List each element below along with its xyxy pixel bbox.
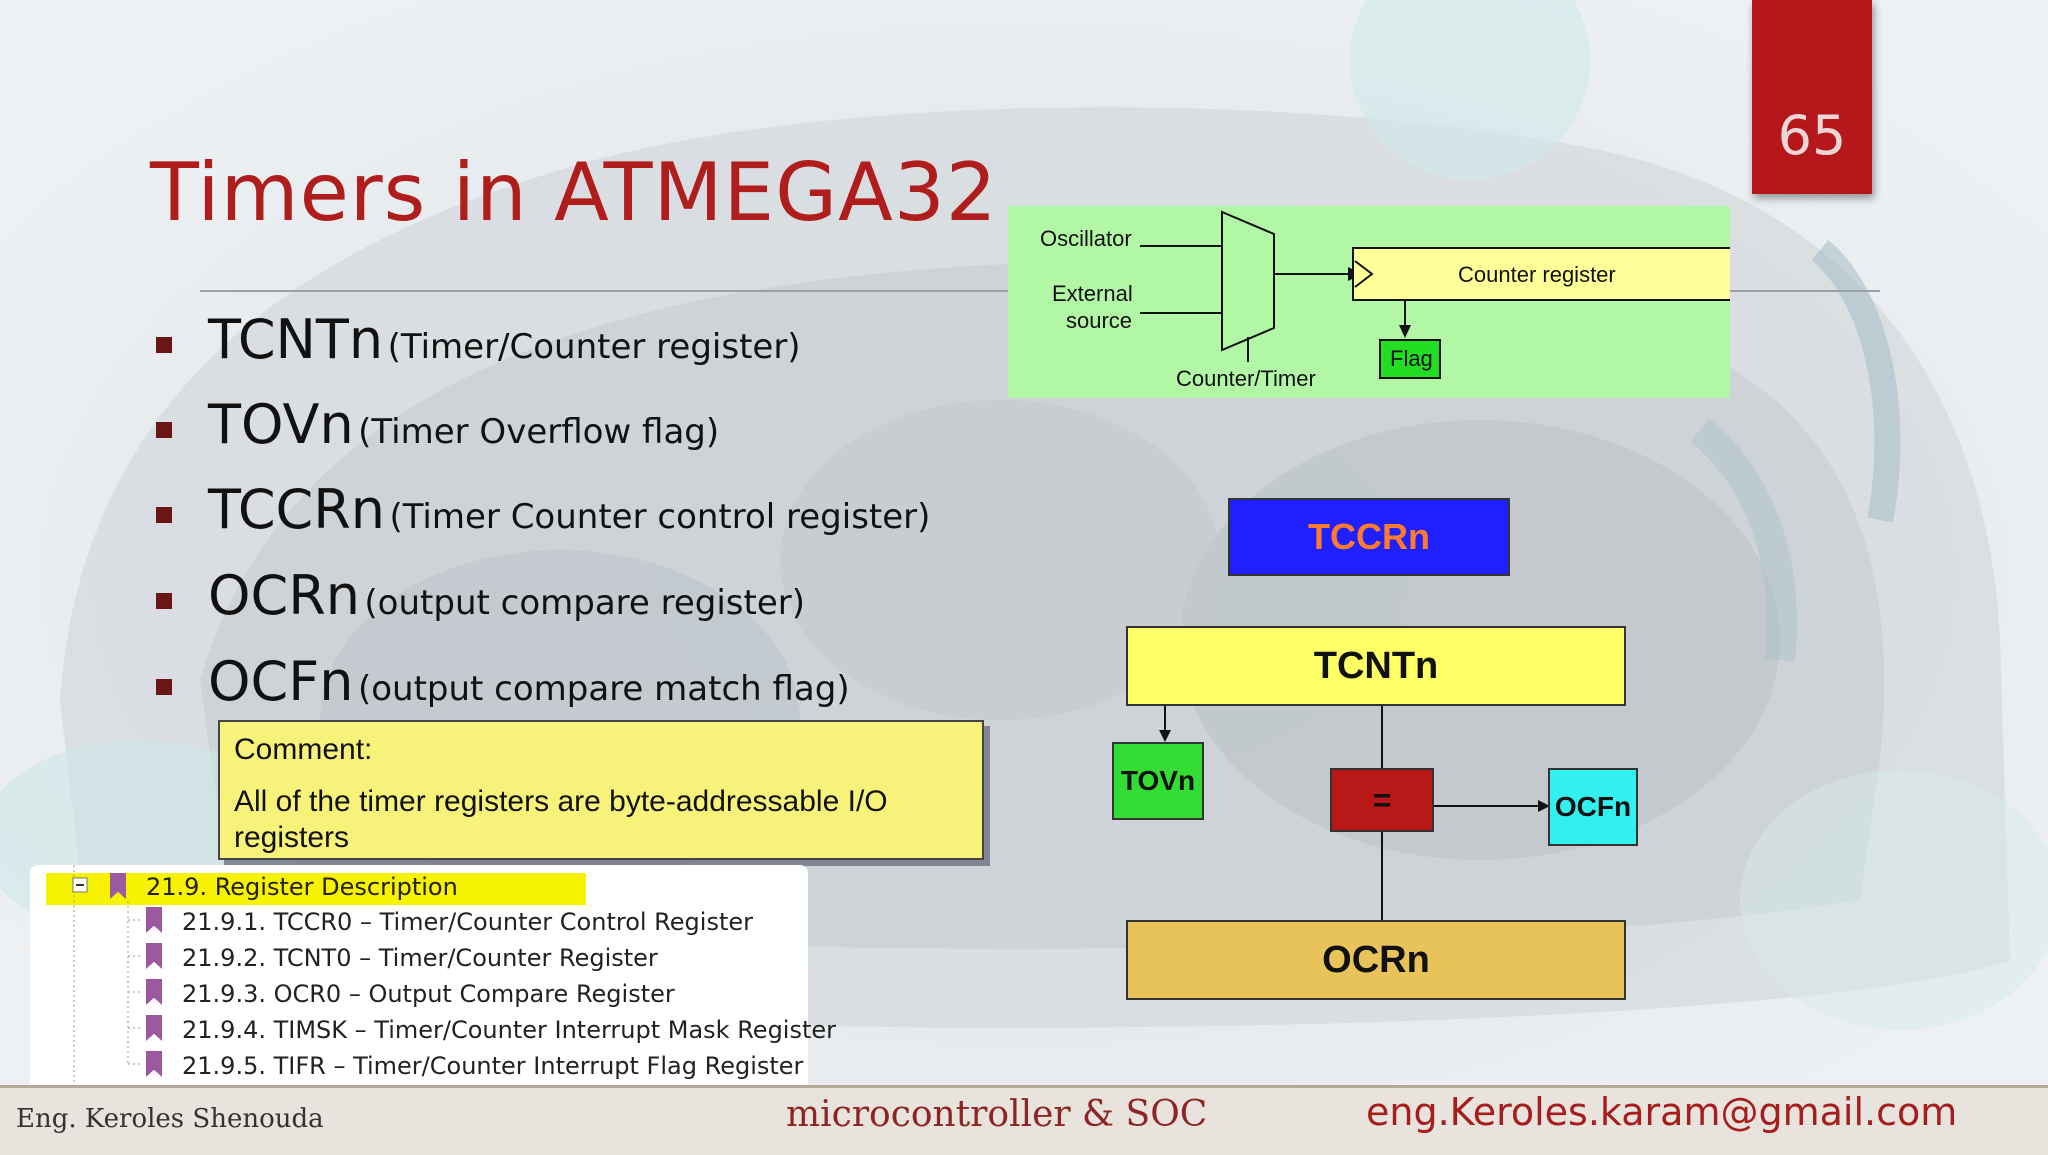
bookmark-icon [146, 943, 162, 969]
toc-item[interactable]: 21.9.5. TIFR – Timer/Counter Interrupt F… [182, 1052, 804, 1080]
block-diagram-background [1008, 206, 1730, 398]
ocrn-label: OCRn [1322, 938, 1430, 981]
bullet-description: (Timer/Counter register) [387, 327, 801, 367]
flag-label: Flag [1390, 346, 1433, 371]
flag-box [1379, 339, 1441, 379]
timer-block-diagram: Oscillator External source Counter/Timer… [1008, 206, 1730, 398]
toc-item[interactable]: 21.9.2. TCNT0 – Timer/Counter Register [182, 944, 658, 972]
footer-email: eng.Keroles.karam@gmail.com [1366, 1090, 1958, 1134]
page-number-tab [1752, 0, 1872, 194]
tccrn-label: TCCRn [1308, 516, 1430, 557]
highlight [46, 873, 586, 905]
bookmark-icon [146, 1051, 162, 1077]
external-source-label: source [1066, 308, 1132, 333]
toc-item[interactable]: 21.9.4. TIMSK – Timer/Counter Interrupt … [182, 1016, 837, 1044]
footer-bar [0, 1085, 2048, 1155]
tcntn-box: TCNTn [1126, 626, 1626, 706]
bullet-description: (output compare register) [364, 583, 806, 623]
tcntn-label: TCNTn [1313, 644, 1439, 687]
bullet-marker [156, 507, 172, 523]
bullet-marker [156, 337, 172, 353]
bookmark-icon [146, 907, 162, 933]
bullet-marker [156, 422, 172, 438]
tccrn-box: TCCRn [1228, 498, 1510, 576]
bullet-term: OCFn [208, 650, 354, 713]
bullet-item: OCRn (output compare register) [208, 564, 805, 627]
bullet-term: TCNTn [208, 308, 384, 371]
footer-course: microcontroller & SOC [786, 1094, 1208, 1135]
toc-item[interactable]: 21.9.3. OCR0 – Output Compare Register [182, 980, 675, 1008]
bullet-term: TOVn [208, 393, 354, 456]
bullet-item: OCFn (output compare match flag) [208, 650, 850, 713]
ocfn-box: OCFn [1548, 768, 1638, 846]
comment-heading: Comment: [234, 733, 373, 766]
bullet-item: TOVn (Timer Overflow flag) [208, 393, 719, 456]
counter-timer-label: Counter/Timer [1176, 366, 1316, 391]
external-source-label: External [1052, 281, 1133, 306]
bullet-item: TCCRn (Timer Counter control register) [208, 478, 930, 541]
equals-label: = [1372, 781, 1392, 818]
bullet-description: (Timer Overflow flag) [358, 412, 720, 452]
bookmark-icon [146, 1015, 162, 1041]
toc-item[interactable]: 21.9.1. TCCR0 – Timer/Counter Control Re… [182, 908, 753, 936]
counter-register-label: Counter register [1458, 262, 1616, 287]
bullet-marker [156, 593, 172, 609]
datasheet-bookmarks-panel: 21.9. Register Description 21.9.1. TCCR0… [30, 865, 836, 1093]
bullet-description: (output compare match flag) [357, 669, 850, 709]
ocfn-label: OCFn [1554, 791, 1632, 822]
bullet-description: (Timer Counter control register) [389, 497, 931, 537]
multiplexer-shape [1221, 210, 1275, 352]
comment-box: Comment: All of the timer registers are … [218, 720, 984, 860]
tovn-box: TOVn [1112, 742, 1204, 820]
bullet-term: OCRn [208, 564, 360, 627]
oscillator-label: Oscillator [1040, 226, 1132, 251]
slide-title: Timers in ATMEGA32 [150, 146, 998, 239]
tree-lines [72, 865, 142, 1093]
bullet-marker [156, 679, 172, 695]
bookmark-icon [110, 873, 126, 899]
footer-author: Eng. Keroles Shenouda [16, 1104, 324, 1134]
counter-register-box [1352, 247, 1730, 301]
bullet-item: TCNTn (Timer/Counter register) [208, 308, 801, 371]
bookmark-icon [146, 979, 162, 1005]
bullet-term: TCCRn [208, 478, 385, 541]
tovn-label: TOVn [1120, 765, 1196, 796]
comment-text: All of the timer registers are byte-addr… [234, 785, 888, 854]
equals-comparator-box: = [1330, 768, 1434, 832]
ocrn-box: OCRn [1126, 920, 1626, 1000]
toc-parent-item[interactable]: 21.9. Register Description [146, 873, 458, 901]
page-number: 65 [1777, 104, 1847, 167]
